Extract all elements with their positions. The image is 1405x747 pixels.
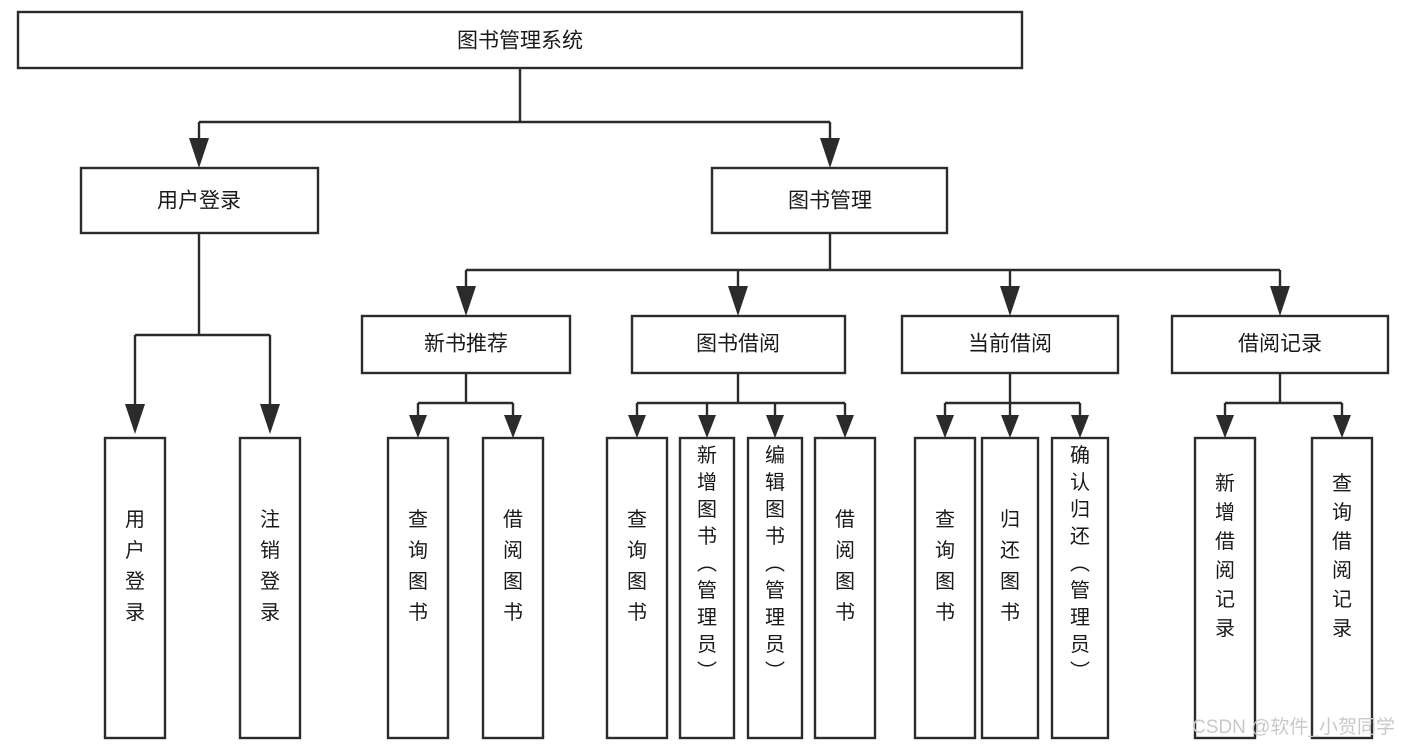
node-book-management-box[interactable]: [710, 166, 949, 235]
leaf-node-borrow-book-1-label: 借阅图书: [503, 508, 523, 624]
leaf-node-search-book-1-box[interactable]: [386, 436, 450, 740]
arrow-to-current-borrow: [1000, 286, 1020, 316]
leaf-node-search-book-1[interactable]: 查询图书: [386, 436, 450, 740]
arrow-to-leaf-logout: [260, 404, 280, 434]
arrow-to-user-login: [189, 138, 209, 168]
node-borrow-record-box[interactable]: [1170, 314, 1390, 375]
arrow-to-leaf-user-login: [125, 404, 145, 434]
leaf-node-add-book-admin-box[interactable]: [678, 436, 736, 740]
leaf-node-edit-book-admin-label: 编辑图书︵管理员︶: [765, 444, 785, 683]
node-user-login[interactable]: 用户登录: [79, 166, 320, 235]
connector-layer: [133, 68, 1344, 415]
node-root-label: 图书管理系统: [457, 30, 583, 53]
node-user-login-box[interactable]: [79, 166, 320, 235]
node-new-book-recommend[interactable]: 新书推荐: [360, 314, 572, 375]
watermark-text: CSDN @软件_小贺同学: [1192, 716, 1395, 738]
node-current-borrow-box[interactable]: [900, 314, 1120, 375]
arrow-to-borrow-leaf-2: [698, 415, 716, 438]
leaf-node-add-borrow-record-box[interactable]: [1193, 436, 1257, 740]
leaf-node-add-borrow-record-label: 新增借阅记录: [1215, 472, 1235, 640]
leaf-node-borrow-book-1-box[interactable]: [481, 436, 545, 740]
node-book-management-label: 图书管理: [788, 190, 872, 213]
leaf-node-user-login-box[interactable]: [103, 436, 167, 740]
leaf-node-search-book-3-box[interactable]: [913, 436, 977, 740]
leaf-node-search-book-3-label: 查询图书: [935, 508, 955, 624]
leaf-node-logout-box[interactable]: [238, 436, 302, 740]
node-book-management[interactable]: 图书管理: [710, 166, 949, 235]
arrow-to-borrow-leaf-1: [628, 415, 646, 438]
arrowhead-layer: [125, 138, 1351, 438]
leaf-node-add-book-admin-label: 新增图书︵管理员︶: [697, 444, 717, 683]
leaf-node-user-login-label: 用户登录: [125, 509, 145, 624]
node-book-borrow[interactable]: 图书借阅: [630, 314, 847, 375]
leaf-node-add-book-admin[interactable]: 新增图书︵管理员︶: [678, 436, 736, 740]
leaf-node-confirm-return-admin-box[interactable]: [1050, 436, 1110, 740]
node-borrow-record[interactable]: 借阅记录: [1170, 314, 1390, 375]
leaf-node-logout-label: 注销登录: [260, 508, 280, 624]
arrow-to-record-leaf-1: [1216, 415, 1234, 438]
leaf-node-add-borrow-record[interactable]: 新增借阅记录: [1193, 436, 1257, 740]
leaf-node-return-book-label: 归还图书: [1000, 508, 1020, 624]
arrow-to-borrow-leaf-3: [766, 415, 784, 438]
node-root-box[interactable]: [16, 10, 1024, 70]
node-book-borrow-box[interactable]: [630, 314, 847, 375]
leaf-node-confirm-return-admin[interactable]: 确认归还︵管理员︶: [1050, 436, 1110, 740]
leaf-node-confirm-return-admin-label: 确认归还︵管理员︶: [1070, 444, 1090, 683]
node-new-book-recommend-box[interactable]: [360, 314, 572, 375]
leaf-node-logout[interactable]: 注销登录: [238, 436, 302, 740]
arrow-to-new-book-recommend: [456, 286, 476, 316]
node-current-borrow-label: 当前借阅: [968, 333, 1052, 356]
arrow-to-record-leaf-2: [1333, 415, 1351, 438]
leaf-node-edit-book-admin[interactable]: 编辑图书︵管理员︶: [746, 436, 804, 740]
arrow-to-borrow-leaf-4: [836, 415, 854, 438]
node-current-borrow[interactable]: 当前借阅: [900, 314, 1120, 375]
leaf-node-borrow-book-1[interactable]: 借阅图书: [481, 436, 545, 740]
leaf-node-edit-book-admin-box[interactable]: [746, 436, 804, 740]
arrow-to-newbook-leaf-1: [409, 415, 427, 438]
leaf-node-search-book-2[interactable]: 查询图书: [605, 436, 669, 740]
arrow-to-newbook-leaf-2: [504, 415, 522, 438]
node-new-book-recommend-label: 新书推荐: [424, 333, 508, 356]
arrow-to-current-leaf-2: [1001, 415, 1019, 438]
leaf-node-search-book-1-label: 查询图书: [408, 508, 428, 624]
node-root[interactable]: 图书管理系统: [16, 10, 1024, 70]
leaf-node-search-borrow-record-box[interactable]: [1310, 436, 1374, 740]
node-book-borrow-label: 图书借阅: [696, 333, 780, 356]
leaf-node-return-book[interactable]: 归还图书: [980, 436, 1040, 740]
leaf-node-borrow-book-2-label: 借阅图书: [835, 508, 855, 624]
leaf-node-user-login[interactable]: 用户登录: [103, 436, 167, 740]
arrow-to-borrow-record: [1270, 286, 1290, 316]
leaf-node-return-book-box[interactable]: [980, 436, 1040, 740]
arrow-to-book-borrow: [728, 286, 748, 316]
leaf-node-borrow-book-2[interactable]: 借阅图书: [813, 436, 877, 740]
node-user-login-label: 用户登录: [157, 190, 241, 213]
leaf-node-borrow-book-2-box[interactable]: [813, 436, 877, 740]
leaf-node-search-borrow-record[interactable]: 查询借阅记录: [1310, 436, 1374, 740]
arrow-to-current-leaf-1: [936, 415, 954, 438]
node-borrow-record-label: 借阅记录: [1238, 333, 1322, 356]
leaf-layer: 用户登录 注销登录 查询图书 借阅图书 查询图书 新增图书︵管理员︶ 编辑图书︵…: [103, 436, 1374, 740]
arrow-to-current-leaf-3: [1071, 415, 1089, 438]
leaf-node-search-book-2-label: 查询图书: [627, 508, 647, 624]
leaf-node-search-book-3[interactable]: 查询图书: [913, 436, 977, 740]
leaf-node-search-book-2-box[interactable]: [605, 436, 669, 740]
leaf-node-search-borrow-record-label: 查询借阅记录: [1332, 472, 1352, 640]
arrow-to-book-management: [820, 138, 840, 168]
